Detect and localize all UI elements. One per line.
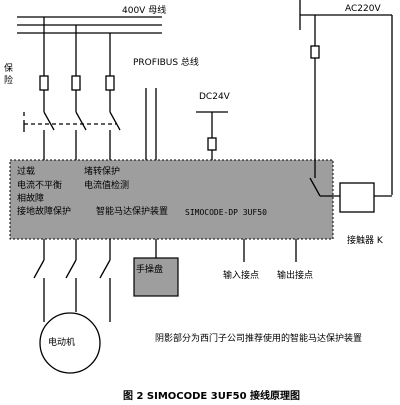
figure-caption: 图 2 SIMOCODE 3UF50 接线原理图 [123, 391, 301, 402]
motor-protection-device [9, 159, 334, 240]
contact-b [65, 259, 77, 279]
breaker-a [43, 111, 55, 131]
input-label: 输入接点 [223, 271, 260, 281]
device-model: SIMOCODE-DP 3UF50 [185, 208, 267, 217]
device-func-unbalance: 电流不平衡 [17, 181, 63, 191]
device-func-phase-fault: 相故障 [17, 194, 45, 204]
handheld-panel [133, 257, 179, 297]
motor [39, 312, 101, 374]
ac220v-label: AC220V [345, 4, 381, 14]
contact-a [33, 259, 45, 279]
internal-contact [309, 177, 321, 197]
fuse-label: 保险 [4, 64, 14, 86]
output-label: 输出接点 [277, 271, 314, 281]
fuse-a [39, 75, 49, 91]
handheld-label: 手操盘 [136, 265, 164, 275]
contact-c [99, 259, 111, 279]
dc24v-label: DC24V [199, 92, 230, 102]
dc24v-fuse [207, 137, 217, 151]
device-func-current-detect: 电流值检测 [84, 181, 130, 191]
fuse-b [71, 75, 81, 91]
bus-400v-label: 400V 母线 [122, 6, 167, 16]
fuse-c [105, 75, 115, 91]
device-name: 智能马达保护装置 [96, 207, 169, 217]
contactor-label: 接触器 K [347, 236, 383, 246]
device-func-stall: 堵转保护 [84, 167, 121, 177]
ac220v-fuse [310, 45, 320, 59]
note-text: 阴影部分为西门子公司推荐使用的智能马达保护装置 [155, 334, 363, 344]
breaker-b [75, 111, 87, 131]
profibus-label: PROFIBUS 总线 [133, 58, 199, 68]
contactor-k [339, 182, 375, 213]
device-func-overload: 过载 [17, 167, 36, 177]
device-func-ground-fault: 接地故障保护 [17, 207, 72, 217]
motor-label: 电动机 [48, 338, 76, 348]
breaker-c [109, 111, 121, 131]
